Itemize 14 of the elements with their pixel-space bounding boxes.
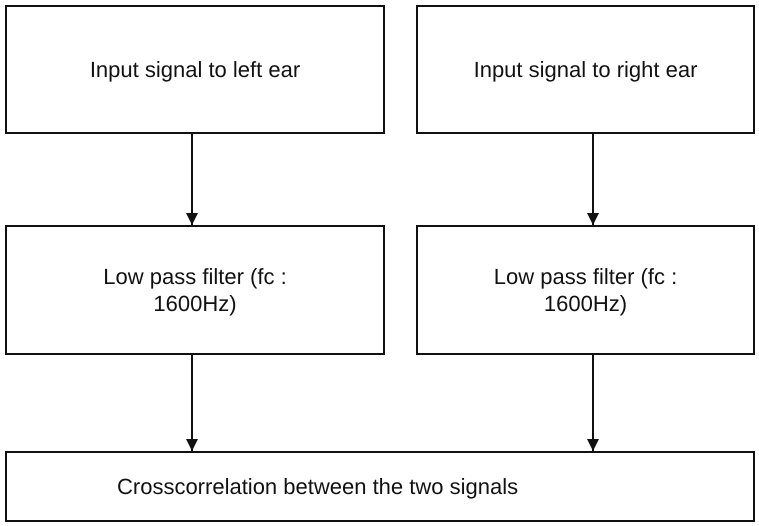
arrow: [587, 134, 599, 225]
process-box: [5, 5, 385, 134]
box-label: Low pass filter (fc : 1600Hz): [492, 262, 678, 318]
process-box: [416, 5, 755, 134]
arrow: [186, 134, 198, 225]
box-label: Crosscorrelation between the two signals: [117, 472, 518, 500]
arrow: [186, 355, 198, 451]
process-box: [5, 451, 755, 522]
process-box: [5, 225, 385, 355]
arrow: [587, 355, 599, 451]
box-label: Input signal to right ear: [474, 56, 698, 84]
process-box: [416, 225, 755, 355]
box-label: Low pass filter (fc : 1600Hz): [102, 262, 288, 318]
box-label: Input signal to left ear: [90, 56, 300, 84]
